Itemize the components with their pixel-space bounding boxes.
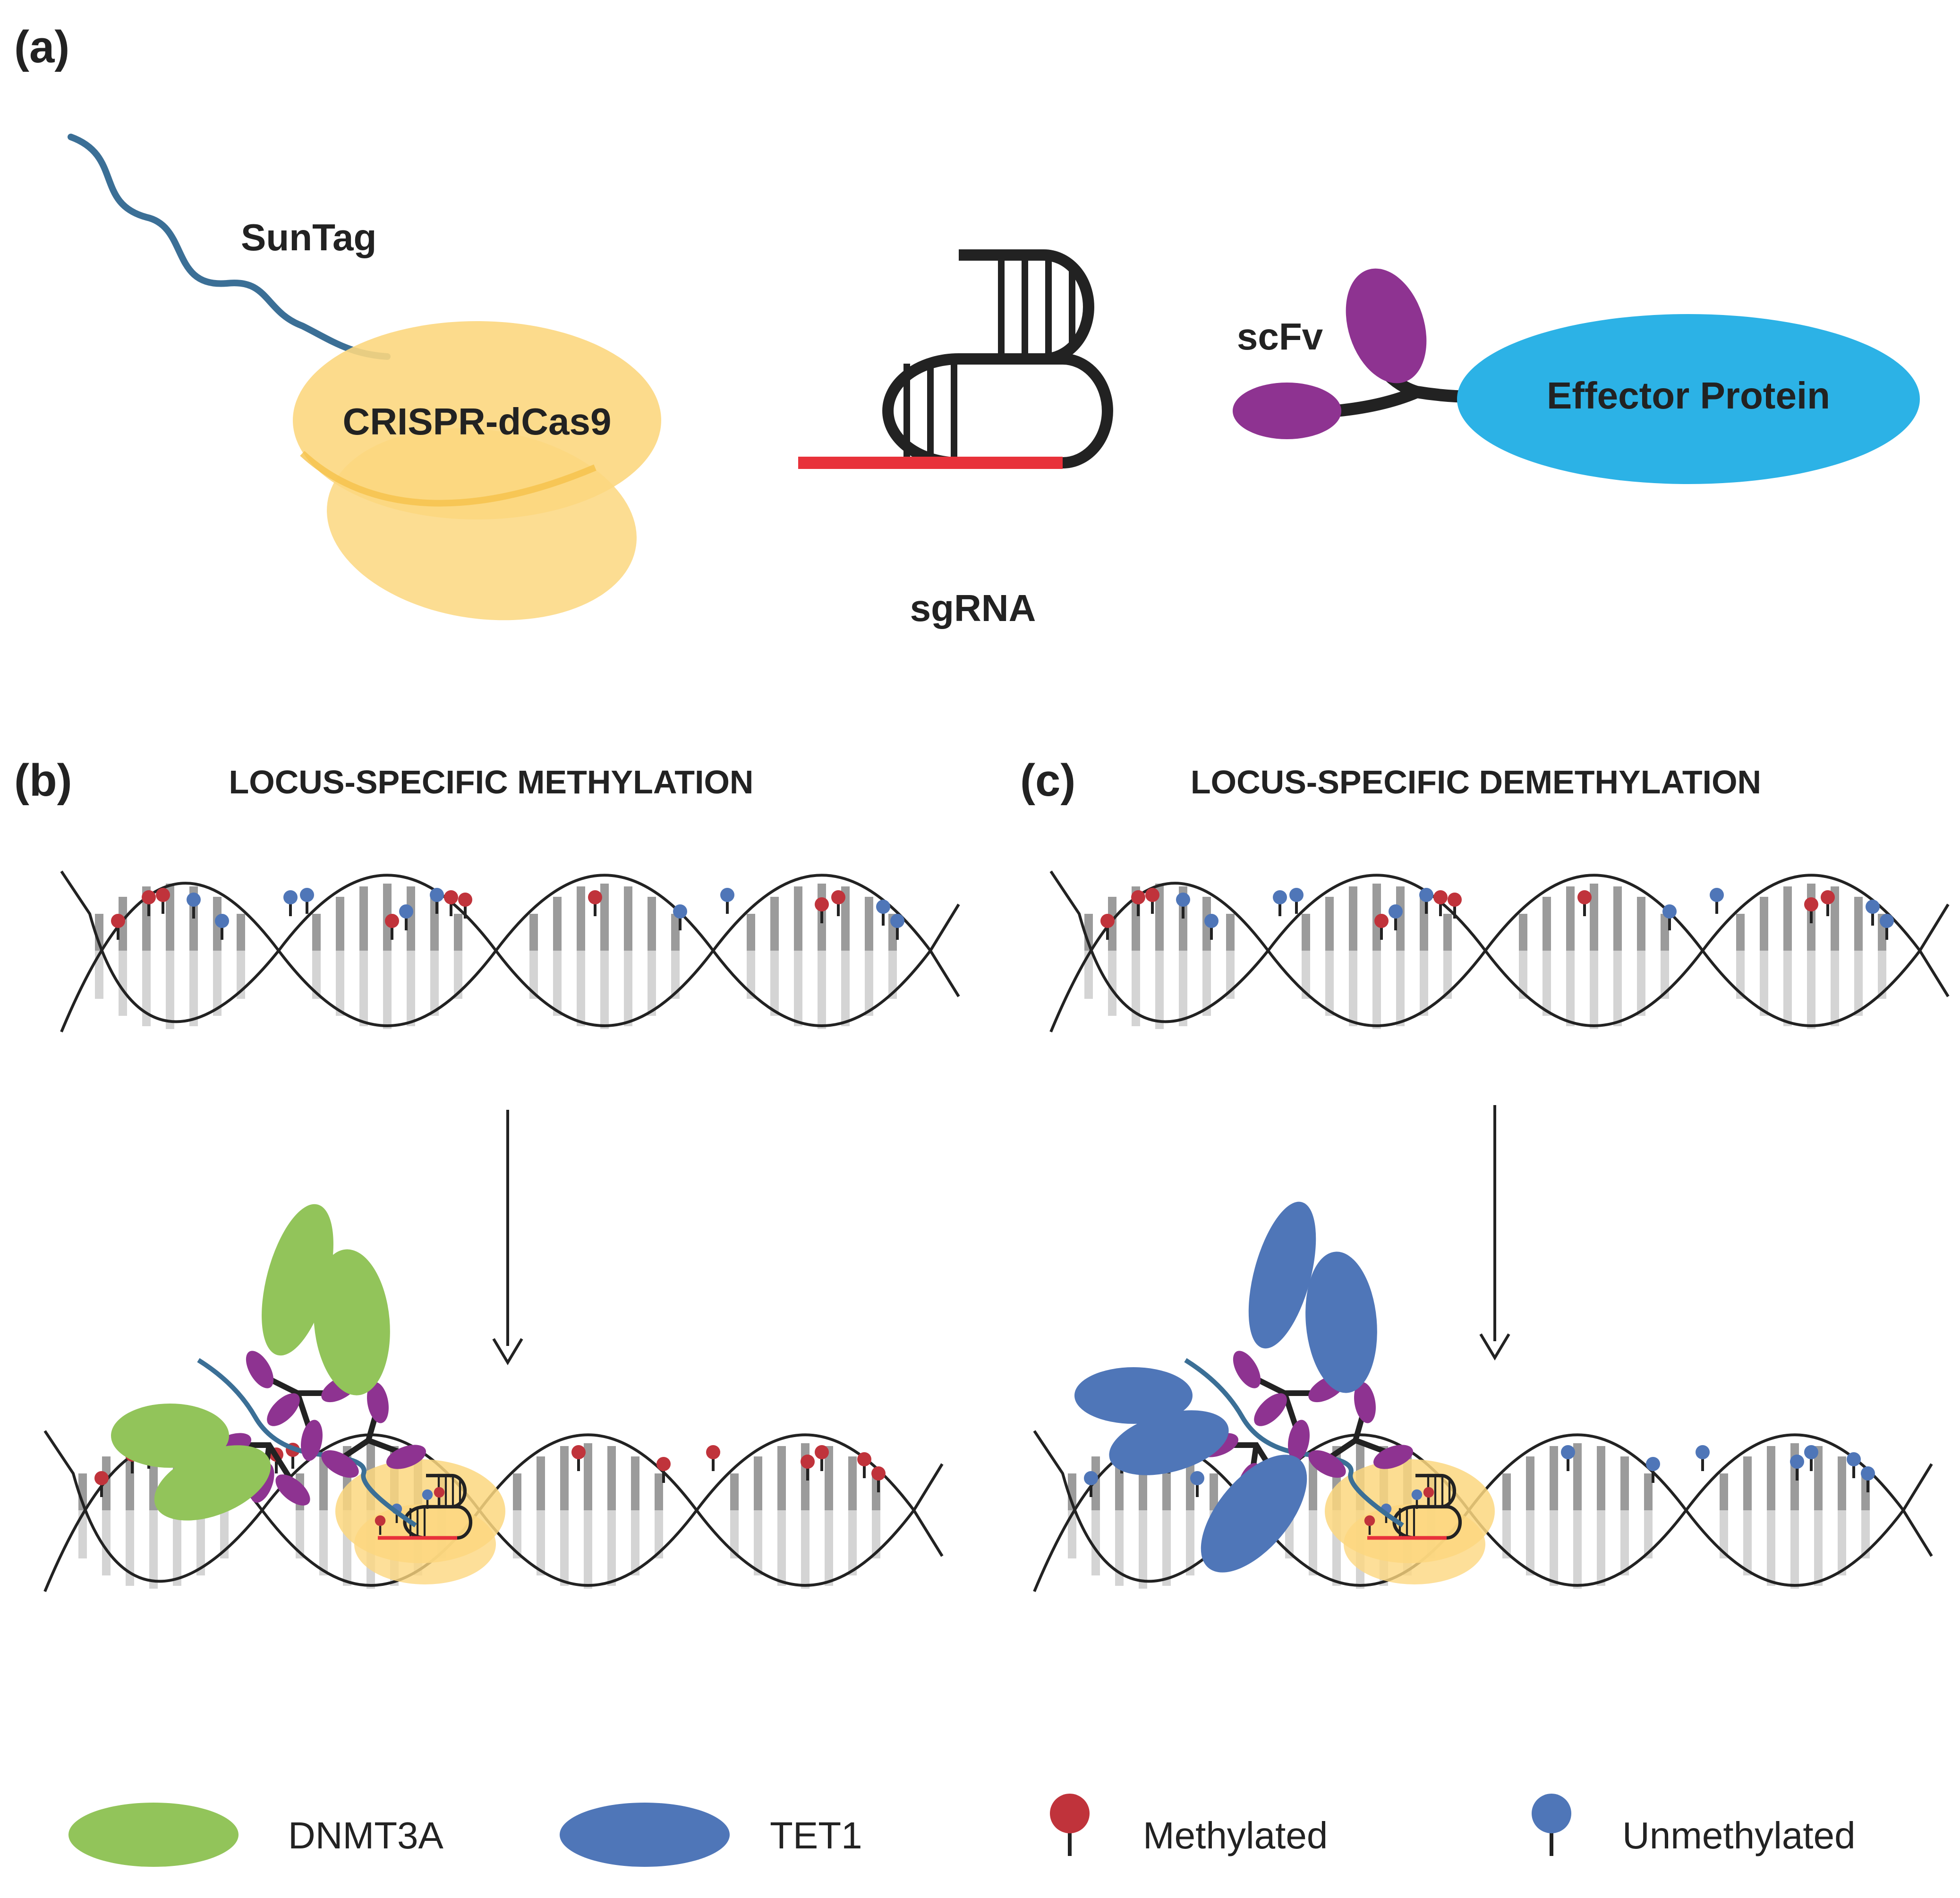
methylation-marks-top-b <box>111 888 904 940</box>
panel-a: (a) SunTag CRISPR-dCas9 sgRNA scFv Effec… <box>14 22 1920 629</box>
effector-protein <box>1457 314 1920 484</box>
scfv-label: scFv <box>1237 315 1323 357</box>
panel-b-title: LOCUS-SPECIFIC METHYLATION <box>229 764 754 800</box>
methylation-marks-top-c <box>1100 888 1894 940</box>
unmethylated-marker-icon <box>1532 1794 1571 1833</box>
panel-c-label: (c) <box>1020 755 1075 806</box>
legend-unmethylated-label: Unmethylated <box>1622 1814 1856 1856</box>
arrow-b <box>492 1110 523 1365</box>
legend-methylated: Methylated <box>1050 1794 1328 1856</box>
effector-label: Effector Protein <box>1547 374 1830 417</box>
dnmt3a-enzymes <box>111 1204 390 1521</box>
tet1-swatch <box>560 1803 730 1867</box>
sgrna-label: sgRNA <box>910 587 1036 629</box>
suntag-chain <box>68 134 391 360</box>
arrow-c <box>1479 1105 1510 1361</box>
suntag-label: SunTag <box>241 216 376 258</box>
panel-c-title: LOCUS-SPECIFIC DEMETHYLATION <box>1191 764 1761 800</box>
legend: DNMT3A TET1 Methylated Unmethylated <box>68 1794 1856 1867</box>
dcas9-protein <box>293 321 661 621</box>
panel-b-label: (b) <box>14 755 72 806</box>
legend-dnmt3a: DNMT3A <box>68 1803 444 1867</box>
legend-tet1: TET1 <box>560 1803 862 1867</box>
legend-tet1-label: TET1 <box>770 1814 862 1856</box>
panel-b: (b) LOCUS-SPECIFIC METHYLATION <box>14 755 959 1592</box>
dcas9-complex-c <box>1325 1459 1495 1584</box>
scfv-effector <box>1233 268 1920 484</box>
dcas9-label: CRISPR-dCas9 <box>342 400 611 443</box>
legend-unmethylated: Unmethylated <box>1532 1794 1856 1856</box>
dcas9-complex-b <box>335 1459 505 1584</box>
methylated-marker-icon <box>1050 1794 1090 1833</box>
panel-c: (c) LOCUS-SPECIFIC DEMETHYLATION <box>1020 755 1948 1592</box>
dnmt3a-swatch <box>68 1803 239 1867</box>
sgrna-structure <box>798 255 1108 463</box>
tet1-enzymes <box>1074 1201 1377 1573</box>
panel-a-label: (a) <box>14 22 69 72</box>
legend-methylated-label: Methylated <box>1143 1814 1328 1856</box>
legend-dnmt3a-label: DNMT3A <box>288 1814 444 1856</box>
